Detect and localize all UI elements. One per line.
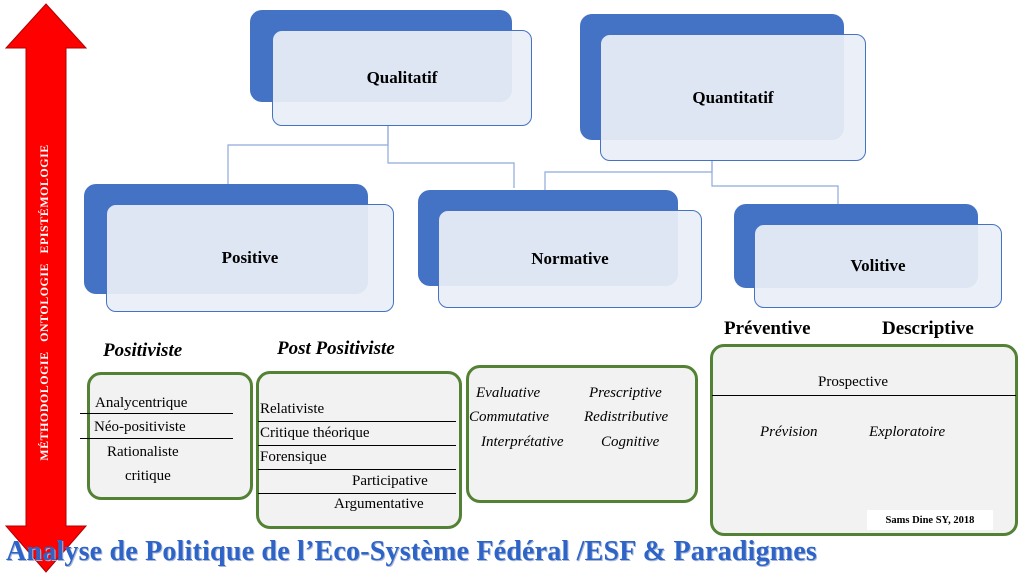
page-title: Analyse de Politique de l’Eco-Système Fé… (6, 536, 818, 567)
item-redistributive: Redistributive (584, 409, 669, 425)
divider (80, 438, 233, 439)
volitive-box (710, 344, 1018, 536)
positive-node: Positive (106, 204, 394, 312)
normative-node: Normative (438, 210, 702, 308)
divider (712, 395, 1016, 396)
post-positiviste-title: Post Positiviste (277, 338, 395, 359)
item-neo-positiviste: Néo-positiviste (94, 419, 186, 435)
item-rationaliste: Rationaliste (107, 444, 179, 460)
item-analycentrique: Analycentrique (95, 395, 188, 411)
item-argumentative: Argumentative (334, 496, 424, 512)
item-prescriptive: Prescriptive (589, 385, 662, 401)
double-arrow (4, 3, 88, 573)
descriptive-title: Descriptive (882, 318, 974, 339)
normative-label: Normative (531, 249, 609, 268)
qualitatif-node: Qualitatif (272, 30, 532, 126)
volitive-node: Volitive (754, 224, 1002, 308)
item-forensique: Forensique (260, 449, 327, 465)
item-prospective: Prospective (818, 374, 888, 390)
preventive-title: Préventive (724, 318, 811, 339)
item-commutative: Commutative (469, 409, 549, 425)
positiviste-box (87, 372, 253, 500)
volitive-label: Volitive (850, 256, 906, 275)
item-evaluative: Evaluative (476, 385, 541, 401)
item-critique: critique (125, 468, 171, 484)
positive-label: Positive (221, 248, 279, 267)
normative-box (466, 365, 698, 503)
positiviste-title: Positiviste (103, 340, 183, 361)
item-interpretative: Interprétative (481, 434, 564, 450)
divider (258, 421, 456, 422)
quantitatif-label: Quantitatif (692, 87, 774, 107)
divider (258, 493, 456, 494)
item-cognitive: Cognitive (601, 434, 660, 450)
quantitatif-node: Quantitatif (600, 34, 866, 161)
divider (80, 413, 233, 414)
divider (258, 469, 456, 470)
item-prevision: Prévision (760, 424, 818, 440)
post-positiviste-box (256, 371, 462, 529)
item-critique-theorique: Critique théorique (260, 425, 370, 441)
item-exploratoire: Exploratoire (869, 424, 946, 440)
item-participative: Participative (352, 473, 428, 489)
divider (258, 445, 456, 446)
item-relativiste: Relativiste (260, 401, 325, 417)
author-credit: Sams Dine SY, 2018 (867, 510, 993, 530)
qualitatif-label: Qualitatif (366, 68, 438, 87)
red-arrow-shape (4, 3, 88, 573)
